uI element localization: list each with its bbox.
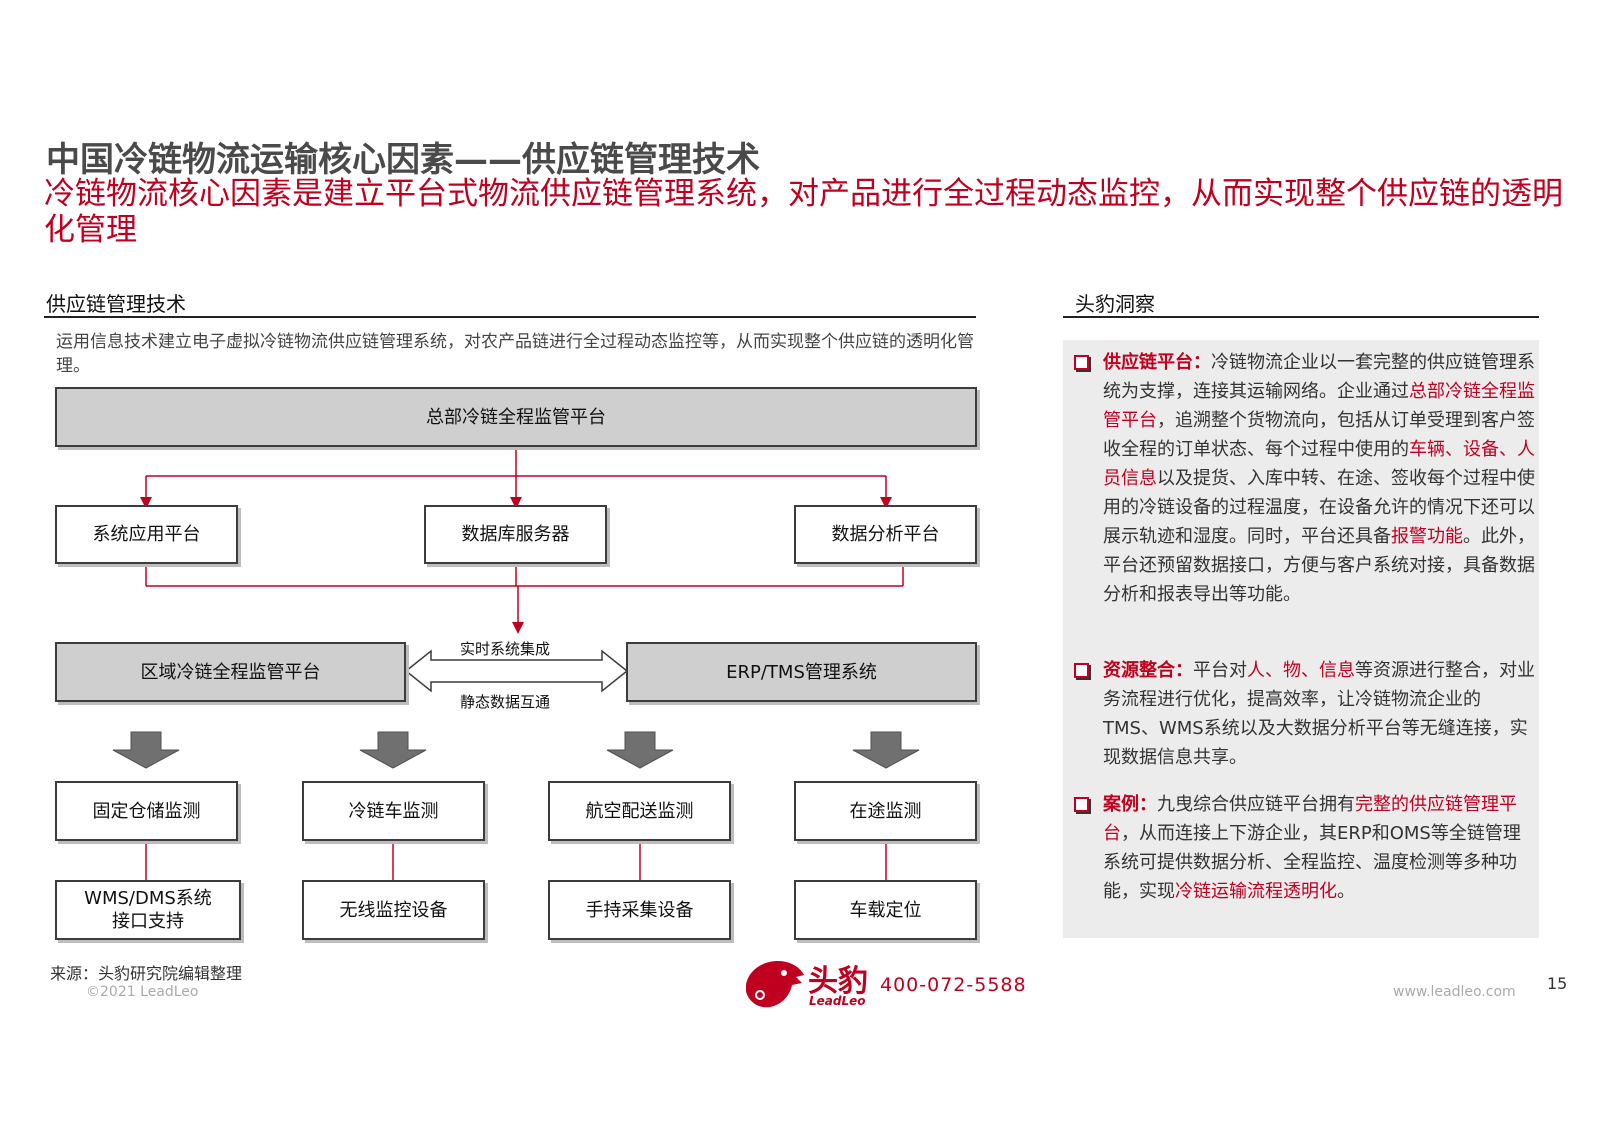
copyright: ©2021 LeadLeo (86, 984, 199, 1000)
section-heading-right: 头豹洞察 (1075, 292, 1155, 316)
highlight-run: 完整的供应链管理平台 (1103, 794, 1517, 844)
database-server: 数据库服务器 (424, 505, 607, 564)
page-subtitle: 冷链物流核心因素是建立平台式物流供应链管理系统，对产品进行全过程动态监控，从而实… (44, 176, 1563, 248)
hq-monitoring-platform: 总部冷链全程监管平台 (55, 387, 977, 447)
text-run: ，从而连接上下游企业，其ERP和OMS等全链管理系统可提供数据分析、全程监控、温… (1103, 823, 1521, 902)
box-label: 数据分析平台 (831, 524, 940, 545)
box-label: 固定仓储监测 (92, 800, 201, 822)
monitor-fixed-storage: 固定仓储监测 (55, 781, 238, 841)
device-handheld-collector: 手持采集设备 (548, 880, 731, 940)
source-note: 来源：头豹研究院编辑整理 (50, 964, 243, 983)
box-label: WMS/DMS系统 (84, 888, 212, 909)
box-label: 数据库服务器 (461, 524, 570, 545)
data-analysis-platform: 数据分析平台 (794, 505, 977, 564)
regional-monitoring-platform: 区域冷链全程监管平台 (55, 642, 406, 702)
section-heading-left: 供应链管理技术 (46, 292, 186, 316)
insight-text: 供应链平台：冷链物流企业以一套完整的供应链管理系统为支撑，连接其运输网络。企业通… (1103, 348, 1536, 609)
website-url: www.leadleo.com (1393, 984, 1516, 1000)
box-label: 接口支持 (112, 911, 184, 932)
section-divider-left (44, 316, 976, 318)
box-label: 手持采集设备 (585, 899, 694, 921)
section-divider-right (1063, 316, 1539, 318)
erp-tms-system: ERP/TMS管理系统 (626, 642, 977, 702)
box-label: 车载定位 (849, 899, 922, 921)
logo-subtext: LeadLeo (809, 994, 866, 1008)
device-wms-dms: WMS/DMS系统接口支持 (55, 880, 241, 940)
text-run: 。 (1337, 881, 1355, 902)
device-wireless-monitor: 无线监控设备 (302, 880, 485, 940)
text-run: 平台对 (1193, 660, 1247, 681)
text-run: 九曳综合供应链平台拥有 (1157, 794, 1355, 815)
page-title: 中国冷链物流运输核心因素——供应链管理技术 (46, 140, 760, 180)
box-label: 在途监测 (849, 800, 922, 822)
phone-number: 400-072-5588 (880, 974, 1027, 996)
device-vehicle-gps: 车载定位 (794, 880, 977, 940)
checkbox-bullet-icon (1074, 797, 1089, 812)
box-label: 系统应用平台 (92, 524, 201, 545)
box-label: 航空配送监测 (585, 800, 694, 822)
monitor-in-transit: 在途监测 (794, 781, 977, 841)
logo-text: 头豹 (808, 964, 868, 999)
box-label: 冷链车监测 (348, 800, 439, 822)
hq-platform-label: 总部冷链全程监管平台 (426, 406, 606, 428)
system-app-platform: 系统应用平台 (55, 505, 238, 564)
text-run: ，追溯整个货物流向，包括从订单受理到客户签收全程的订单状态、每个过程中使用的 (1103, 410, 1535, 460)
insight-item: 资源整合：平台对人、物、信息等资源进行整合，对业务流程进行优化，提高效率，让冷链… (1074, 656, 1536, 772)
box-label: 区域冷链全程监管平台 (140, 661, 321, 683)
leopard-logo-icon (746, 961, 804, 1008)
intro-text: 运用信息技术建立电子虚拟冷链物流供应链管理系统，对农产品链进行全过程动态监控等，… (56, 332, 974, 376)
checkbox-bullet-icon (1074, 355, 1089, 370)
monitor-air-delivery: 航空配送监测 (548, 781, 731, 841)
monitor-cold-truck: 冷链车监测 (302, 781, 485, 841)
insight-panel (1063, 340, 1539, 938)
insight-label: 供应链平台： (1103, 352, 1211, 373)
insight-label: 案例： (1103, 794, 1157, 815)
box-label: 无线监控设备 (339, 899, 448, 921)
highlight-run: 车辆、设备、人员信息 (1103, 439, 1535, 489)
text-run: 冷链物流企业以一套完整的供应链管理系统为支撑，连接其运输网络。企业通过 (1103, 352, 1535, 402)
highlight-run: 冷链运输流程透明化 (1175, 881, 1337, 902)
insight-label: 资源整合： (1103, 660, 1193, 681)
highlight-run: 报警功能 (1391, 526, 1463, 547)
insight-item: 供应链平台：冷链物流企业以一套完整的供应链管理系统为支撑，连接其运输网络。企业通… (1074, 348, 1536, 609)
text-run: 等资源进行整合，对业务流程进行优化，提高效率，让冷链物流企业的TMS、WMS系统… (1103, 660, 1535, 768)
box-label: ERP/TMS管理系统 (726, 661, 877, 683)
insight-item: 案例：九曳综合供应链平台拥有完整的供应链管理平台，从而连接上下游企业，其ERP和… (1074, 790, 1536, 906)
link-label-realtime: 实时系统集成 (460, 640, 551, 658)
checkbox-bullet-icon (1074, 663, 1089, 678)
insight-text: 案例：九曳综合供应链平台拥有完整的供应链管理平台，从而连接上下游企业，其ERP和… (1103, 790, 1536, 906)
highlight-run: 人、物、信息 (1247, 660, 1355, 681)
highlight-run: 总部冷链全程监管平台 (1103, 381, 1535, 431)
link-label-static: 静态数据互通 (460, 693, 551, 711)
page-number: 15 (1547, 974, 1568, 993)
text-run: 。此外，平台还预留数据接口，方便与客户系统对接，具备数据分析和报表导出等功能。 (1103, 526, 1535, 605)
insight-text: 资源整合：平台对人、物、信息等资源进行整合，对业务流程进行优化，提高效率，让冷链… (1103, 656, 1536, 772)
text-run: 以及提货、入库中转、在途、签收每个过程中使用的冷链设备的过程温度，在设备允许的情… (1103, 468, 1535, 547)
